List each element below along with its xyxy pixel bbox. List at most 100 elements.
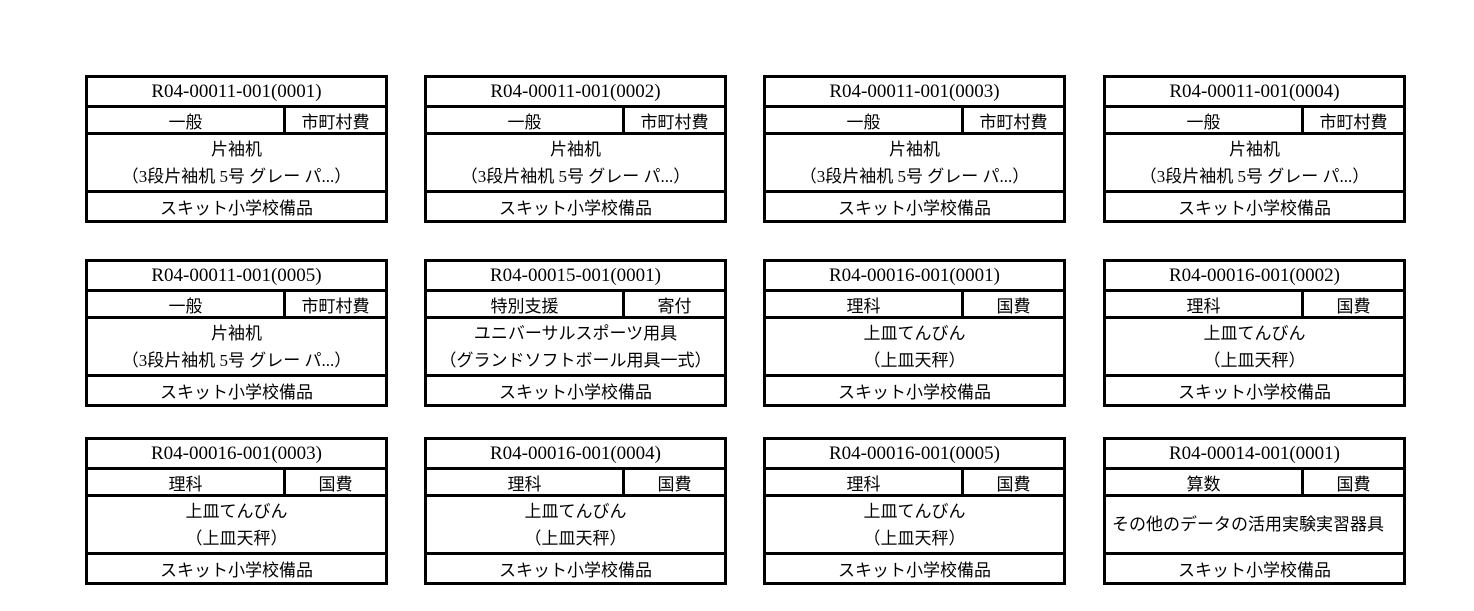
asset-name-primary: 片袖机 (211, 139, 262, 159)
asset-code: R04-00015-001(0001) (427, 262, 724, 292)
asset-code: R04-00016-001(0003) (88, 440, 385, 470)
asset-name-primary: 片袖机 (889, 139, 940, 159)
asset-department: 一般 (1106, 108, 1305, 132)
asset-code: R04-00011-001(0002) (427, 78, 724, 108)
asset-name-primary: 上皿てんびん (185, 501, 288, 521)
asset-meta-row: 理科 国費 (427, 470, 724, 497)
asset-code: R04-00011-001(0001) (88, 78, 385, 108)
asset-label-card[interactable]: R04-00016-001(0003) 理科 国費 上皿てんびん （上皿天秤） … (85, 437, 388, 585)
asset-meta-row: 一般 市町村費 (1106, 108, 1403, 135)
asset-name-secondary: （上皿天秤） (524, 528, 627, 548)
asset-funding-source: 国費 (657, 474, 692, 494)
asset-owner: スキット小学校備品 (838, 199, 991, 218)
asset-funding-source: 寄付 (657, 296, 692, 316)
asset-code: R04-00016-001(0005) (766, 440, 1063, 470)
asset-code: R04-00014-001(0001) (1106, 440, 1403, 470)
asset-name-secondary: （3段片袖机 5号 グレー パ...） (1139, 166, 1370, 186)
asset-name-secondary: （3段片袖机 5号 グレー パ...） (121, 350, 352, 370)
asset-label-card[interactable]: R04-00011-001(0001) 一般 市町村費 片袖机 （3段片袖机 5… (85, 75, 388, 223)
asset-name-block: その他のデータの活用実験実習器具 (1106, 497, 1403, 555)
asset-name-secondary: （グランドソフトボール用具一式） (439, 350, 712, 370)
asset-meta-row: 理科 国費 (1106, 292, 1403, 319)
asset-name-block: 片袖机 （3段片袖机 5号 グレー パ...） (1106, 135, 1403, 193)
asset-label-card[interactable]: R04-00016-001(0004) 理科 国費 上皿てんびん （上皿天秤） … (424, 437, 727, 585)
asset-name-block: 上皿てんびん （上皿天秤） (427, 497, 724, 555)
asset-department: 一般 (427, 108, 626, 132)
asset-code: R04-00016-001(0002) (1106, 262, 1403, 292)
asset-meta-row: 一般 市町村費 (427, 108, 724, 135)
asset-owner: スキット小学校備品 (160, 199, 313, 218)
asset-label-card[interactable]: R04-00016-001(0001) 理科 国費 上皿てんびん （上皿天秤） … (763, 259, 1066, 407)
asset-label-card[interactable]: R04-00011-001(0004) 一般 市町村費 片袖机 （3段片袖机 5… (1103, 75, 1406, 223)
asset-name-primary: その他のデータの活用実験実習器具 (1112, 515, 1384, 534)
asset-department: 理科 (427, 470, 626, 494)
asset-funding-source: 国費 (318, 474, 353, 494)
asset-name-block: 上皿てんびん （上皿天秤） (766, 319, 1063, 377)
asset-code: R04-00016-001(0004) (427, 440, 724, 470)
asset-department: 一般 (766, 108, 965, 132)
asset-funding-source: 国費 (1336, 474, 1371, 494)
asset-name-secondary: （3段片袖机 5号 グレー パ...） (121, 166, 352, 186)
asset-department: 理科 (88, 470, 287, 494)
asset-owner: スキット小学校備品 (838, 561, 991, 580)
asset-name-primary: ユニバーサルスポーツ用具 (473, 323, 678, 343)
asset-name-primary: 片袖机 (211, 323, 262, 343)
asset-label-card[interactable]: R04-00011-001(0002) 一般 市町村費 片袖机 （3段片袖机 5… (424, 75, 727, 223)
asset-owner: スキット小学校備品 (160, 383, 313, 402)
asset-funding-source: 市町村費 (301, 112, 370, 132)
asset-name-block: 片袖机 （3段片袖机 5号 グレー パ...） (88, 319, 385, 377)
asset-name-block: 片袖机 （3段片袖机 5号 グレー パ...） (766, 135, 1063, 193)
asset-label-card[interactable]: R04-00011-001(0003) 一般 市町村費 片袖机 （3段片袖机 5… (763, 75, 1066, 223)
asset-name-primary: 片袖机 (1229, 139, 1280, 159)
asset-name-primary: 上皿てんびん (524, 501, 627, 521)
asset-owner: スキット小学校備品 (499, 199, 652, 218)
asset-owner: スキット小学校備品 (1178, 383, 1331, 402)
asset-label-card[interactable]: R04-00016-001(0005) 理科 国費 上皿てんびん （上皿天秤） … (763, 437, 1066, 585)
asset-department: 特別支援 (427, 292, 626, 316)
asset-code: R04-00016-001(0001) (766, 262, 1063, 292)
asset-meta-row: 一般 市町村費 (88, 292, 385, 319)
asset-name-primary: 上皿てんびん (863, 501, 966, 521)
asset-name-secondary: （3段片袖机 5号 グレー パ...） (799, 166, 1030, 186)
asset-name-secondary: （上皿天秤） (185, 528, 288, 548)
asset-code: R04-00011-001(0003) (766, 78, 1063, 108)
asset-name-primary: 上皿てんびん (1203, 323, 1306, 343)
asset-funding-source: 市町村費 (979, 112, 1048, 132)
asset-name-block: 上皿てんびん （上皿天秤） (88, 497, 385, 555)
asset-funding-source: 国費 (996, 296, 1031, 316)
asset-owner: スキット小学校備品 (499, 383, 652, 402)
asset-department: 一般 (88, 108, 287, 132)
asset-department: 一般 (88, 292, 287, 316)
asset-owner: スキット小学校備品 (1178, 199, 1331, 218)
asset-label-card[interactable]: R04-00016-001(0002) 理科 国費 上皿てんびん （上皿天秤） … (1103, 259, 1406, 407)
asset-meta-row: 一般 市町村費 (88, 108, 385, 135)
asset-meta-row: 算数 国費 (1106, 470, 1403, 497)
asset-meta-row: 理科 国費 (766, 470, 1063, 497)
asset-department: 理科 (766, 292, 965, 316)
asset-code: R04-00011-001(0005) (88, 262, 385, 292)
asset-department: 算数 (1106, 470, 1305, 494)
asset-name-primary: 片袖机 (550, 139, 601, 159)
asset-name-secondary: （上皿天秤） (1203, 350, 1306, 370)
asset-label-card[interactable]: R04-00015-001(0001) 特別支援 寄付 ユニバーサルスポーツ用具… (424, 259, 727, 407)
asset-name-block: 上皿てんびん （上皿天秤） (1106, 319, 1403, 377)
asset-name-block: 上皿てんびん （上皿天秤） (766, 497, 1063, 555)
asset-label-card[interactable]: R04-00011-001(0005) 一般 市町村費 片袖机 （3段片袖机 5… (85, 259, 388, 407)
asset-meta-row: 理科 国費 (766, 292, 1063, 319)
asset-owner: スキット小学校備品 (1178, 561, 1331, 580)
asset-name-block: 片袖机 （3段片袖机 5号 グレー パ...） (88, 135, 385, 193)
asset-funding-source: 国費 (996, 474, 1031, 494)
asset-funding-source: 国費 (1336, 296, 1371, 316)
asset-funding-source: 市町村費 (301, 296, 370, 316)
asset-name-block: 片袖机 （3段片袖机 5号 グレー パ...） (427, 135, 724, 193)
asset-name-secondary: （上皿天秤） (863, 350, 966, 370)
asset-label-card[interactable]: R04-00014-001(0001) 算数 国費 その他のデータの活用実験実習… (1103, 437, 1406, 585)
asset-funding-source: 市町村費 (640, 112, 709, 132)
asset-meta-row: 一般 市町村費 (766, 108, 1063, 135)
asset-name-block: ユニバーサルスポーツ用具 （グランドソフトボール用具一式） (427, 319, 724, 377)
asset-code: R04-00011-001(0004) (1106, 78, 1403, 108)
asset-department: 理科 (1106, 292, 1305, 316)
asset-department: 理科 (766, 470, 965, 494)
asset-name-secondary: （上皿天秤） (863, 528, 966, 548)
